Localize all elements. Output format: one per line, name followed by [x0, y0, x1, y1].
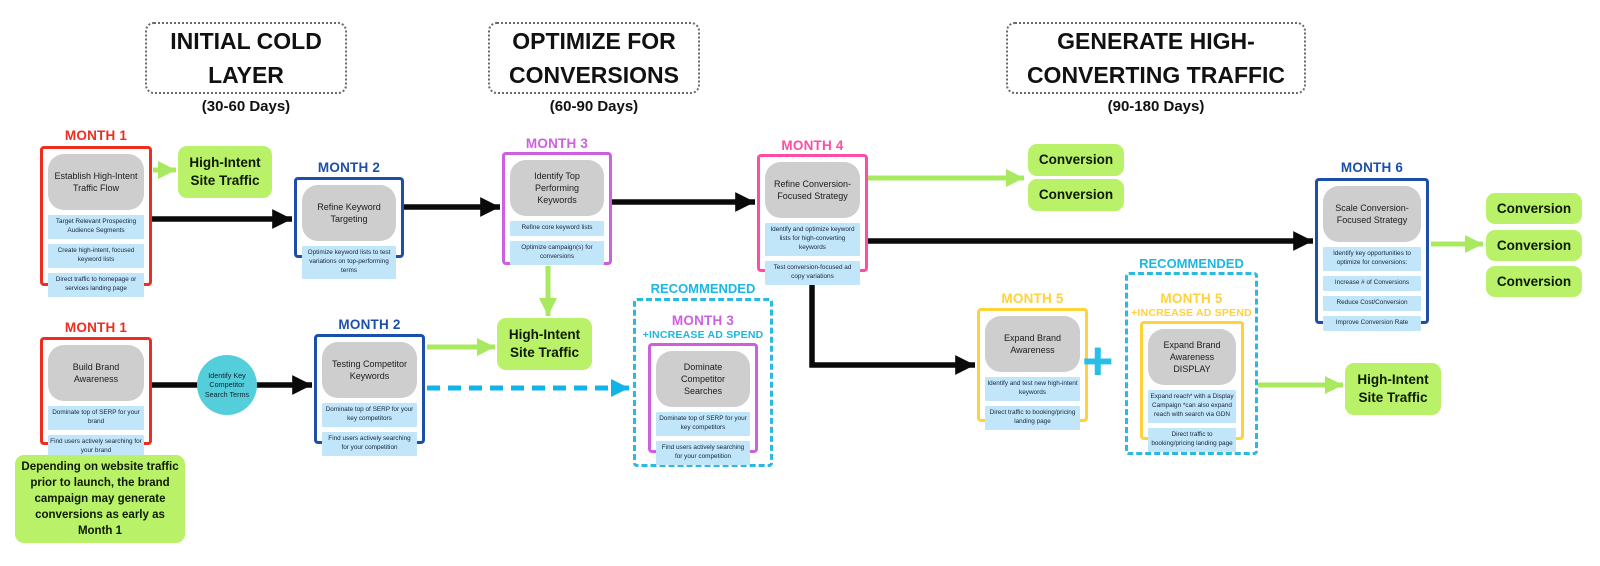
month5-rec-card: Expand Brand Awareness DISPLAY Expand re…	[1140, 321, 1244, 452]
month4-card: Refine Conversion-Focused Strategy Ident…	[757, 154, 868, 285]
card-task: Identify and test new high-intent keywor…	[985, 377, 1080, 401]
card-task: Target Relevant Prospecting Audience Seg…	[48, 215, 144, 239]
month1-bottom-card: Build Brand Awareness Dominate top of SE…	[40, 337, 152, 459]
card-task: Optimize keyword lists to test variation…	[302, 246, 396, 279]
month4-label: MONTH 4	[781, 138, 844, 153]
month2-top-label: MONTH 2	[317, 160, 381, 175]
month1-bottom-label: MONTH 1	[64, 320, 128, 335]
card-task: Refine core keyword lists	[510, 221, 604, 236]
card-task: Improve Conversion Rate	[1323, 315, 1421, 331]
month5-label: MONTH 5	[1001, 291, 1064, 306]
phase-box-initial-cold-layer: INITIAL COLD LAYER	[145, 22, 347, 94]
card-task: Dominate top of SERP for your brand	[48, 406, 144, 430]
card-task: Find users actively searching for your c…	[656, 440, 750, 465]
month3-rec-sublabel: +INCREASE AD SPEND	[642, 329, 764, 341]
card-task: Direct traffic to homepage or services l…	[48, 272, 144, 297]
card-title: Expand Brand Awareness	[985, 316, 1080, 372]
arrow-month4-to-month5	[809, 272, 975, 375]
month2-bottom-card: Testing Competitor Keywords Dominate top…	[314, 334, 425, 456]
outcome-conversion-5: Conversion	[1486, 266, 1582, 297]
card-task: Test conversion-focused ad copy variatio…	[765, 260, 860, 285]
outcome-conversion-3: Conversion	[1486, 193, 1582, 224]
card-title: Identify Top Performing Keywords	[510, 160, 604, 216]
footnote: Depending on website traffic prior to la…	[15, 455, 185, 543]
card-task: Identify and optimize keyword lists for …	[765, 223, 860, 256]
card-task: Expand reach* with a Display Campaign *c…	[1148, 390, 1236, 423]
outcome-high-intent-traffic-1: High-Intent Site Traffic	[178, 146, 272, 198]
month5-card: Expand Brand Awareness Identify and test…	[977, 308, 1088, 430]
outcome-high-intent-traffic-3: High-Intent Site Traffic	[1345, 363, 1441, 415]
phase-title: GENERATE HIGH-CONVERTING TRAFFIC	[1026, 27, 1286, 89]
card-task: Direct traffic to booking/pricing landin…	[1148, 427, 1236, 452]
card-title: Refine Conversion-Focused Strategy	[765, 162, 860, 218]
card-title: Scale Conversion-Focused Strategy	[1323, 186, 1421, 242]
month3-rec-card: Dominate Competitor Searches Dominate to…	[648, 343, 758, 465]
month5-rec-sublabel: +INCREASE AD SPEND	[1131, 307, 1252, 319]
month5-rec-label: MONTH 5	[1160, 291, 1223, 306]
card-task: Direct traffic to booking/pricing landin…	[985, 405, 1080, 430]
phase-box-optimize-conversions: OPTIMIZE FOR CONVERSIONS	[488, 22, 700, 94]
phase-subtitle: (90-180 Days)	[1107, 98, 1205, 115]
month2-top-card: Refine Keyword Targeting Optimize keywor…	[294, 177, 404, 279]
month6-card: Scale Conversion-Focused Strategy Identi…	[1315, 178, 1429, 331]
card-task: Reduce Cost/Conversion	[1323, 295, 1421, 311]
outcome-conversion-1: Conversion	[1028, 144, 1124, 176]
competitor-search-circle: Identify Key Competitor Search Terms	[197, 355, 257, 415]
month2-bottom-label: MONTH 2	[338, 317, 401, 332]
outcome-high-intent-traffic-2: High-Intent Site Traffic	[497, 318, 592, 370]
phase-subtitle: (60-90 Days)	[549, 98, 639, 115]
month6-label: MONTH 6	[1340, 160, 1404, 175]
plus-icon: +	[1082, 331, 1114, 391]
recommended-box-month3	[633, 298, 773, 467]
card-title: Expand Brand Awareness DISPLAY	[1148, 329, 1236, 385]
phase-title: INITIAL COLD LAYER	[170, 27, 322, 89]
card-title: Testing Competitor Keywords	[322, 342, 417, 398]
phase-title: OPTIMIZE FOR CONVERSIONS	[509, 27, 679, 89]
card-title: Refine Keyword Targeting	[302, 185, 396, 241]
month1-top-card: Establish High-Intent Traffic Flow Targe…	[40, 146, 152, 297]
card-task: Dominate top of SERP for your key compet…	[656, 412, 750, 436]
phase-subtitle: (30-60 Days)	[201, 98, 291, 115]
recommended-box-month5	[1125, 272, 1258, 455]
phase-box-generate-traffic: GENERATE HIGH-CONVERTING TRAFFIC	[1006, 22, 1306, 94]
card-task: Find users actively searching for your b…	[48, 434, 144, 459]
card-task: Increase # of Conversions	[1323, 275, 1421, 291]
month3-rec-label: MONTH 3	[671, 313, 735, 328]
card-title: Build Brand Awareness	[48, 345, 144, 401]
card-task: Create high-intent, focused keyword list…	[48, 243, 144, 268]
month3-top-label: MONTH 3	[525, 136, 589, 151]
card-title: Dominate Competitor Searches	[656, 351, 750, 407]
card-task: Find users actively searching for your c…	[322, 431, 417, 456]
month3-top-card: Identify Top Performing Keywords Refine …	[502, 152, 612, 265]
card-task: Optimize campaign(s) for conversions	[510, 240, 604, 265]
month1-top-label: MONTH 1	[64, 128, 128, 143]
recommended-banner-month3: RECOMMENDED	[650, 281, 756, 296]
outcome-conversion-2: Conversion	[1028, 179, 1124, 211]
outcome-conversion-4: Conversion	[1486, 230, 1582, 261]
card-task: Dominate top of SERP for your key compet…	[322, 403, 417, 427]
card-task: Identify key opportunities to optimize f…	[1323, 247, 1421, 271]
card-title: Establish High-Intent Traffic Flow	[48, 154, 144, 210]
recommended-banner-month5: RECOMMENDED	[1139, 256, 1244, 271]
